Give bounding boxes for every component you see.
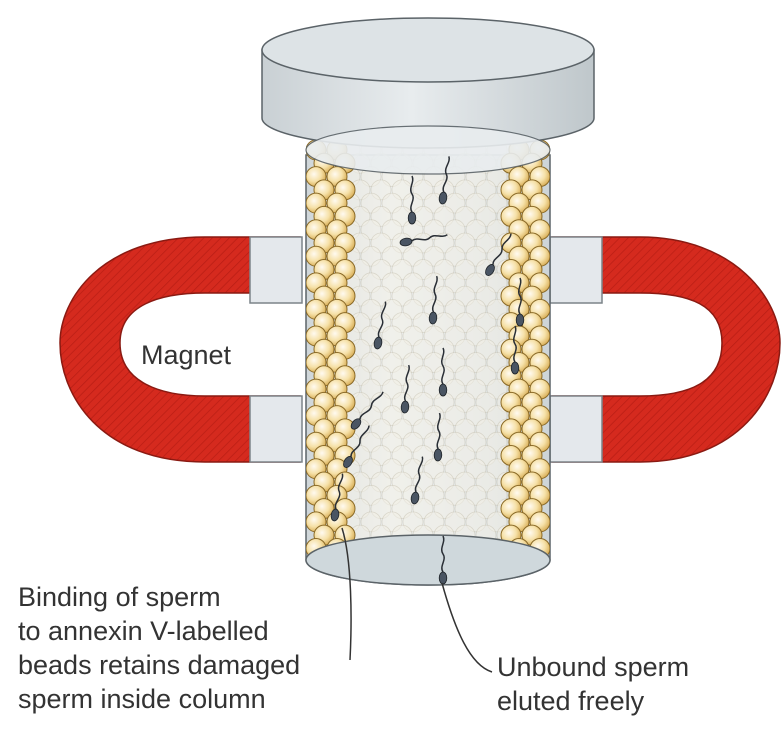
unbound-annotation-line: eluted freely	[497, 684, 689, 718]
binding-annotation-line: sperm inside column	[18, 682, 300, 716]
binding-annotation-line: to annexin V-labelled	[18, 614, 300, 648]
unbound-leader-line	[442, 583, 492, 672]
unbound-annotation: Unbound sperm eluted freely	[497, 650, 689, 718]
unbound-annotation-line: Unbound sperm	[497, 650, 689, 684]
binding-annotation-line: beads retains damaged	[18, 648, 300, 682]
binding-annotation-line: Binding of sperm	[18, 580, 300, 614]
annexin-beads	[306, 140, 550, 572]
magnet-label: Magnet	[141, 338, 231, 372]
column-bottom-opening	[306, 535, 550, 585]
column-cap	[262, 18, 594, 174]
right-magnet	[550, 237, 780, 462]
binding-annotation: Binding of sperm to annexin V-labelled b…	[18, 580, 300, 716]
